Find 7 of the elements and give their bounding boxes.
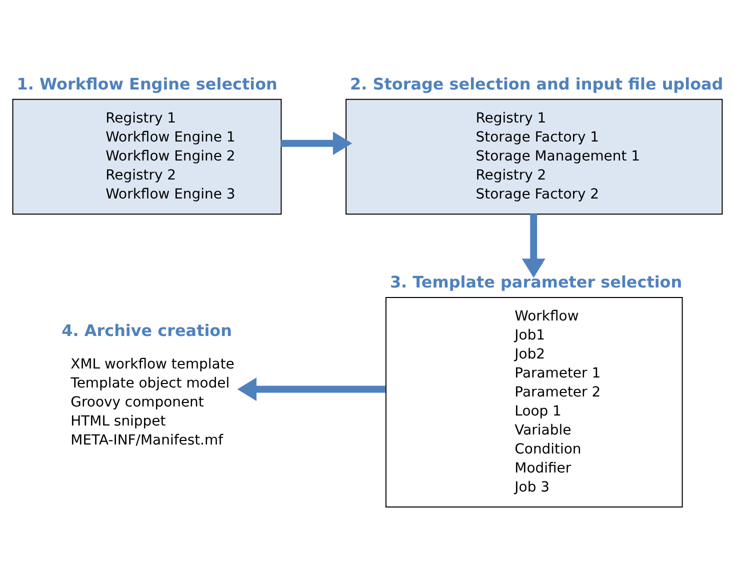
node-label: 3. Template parameter selection [390,272,682,292]
node-label: 2. Storage selection and input file upload [350,74,724,94]
arrow [280,132,352,156]
node-text: 4. Archive creation XML workflow template Template object model Groovy component HTML snippet META-INF/Manifest.mf [62,321,234,448]
arrow [237,378,386,401]
arrow [522,214,546,278]
node-label: 1. Workflow Engine selection [16,74,278,94]
